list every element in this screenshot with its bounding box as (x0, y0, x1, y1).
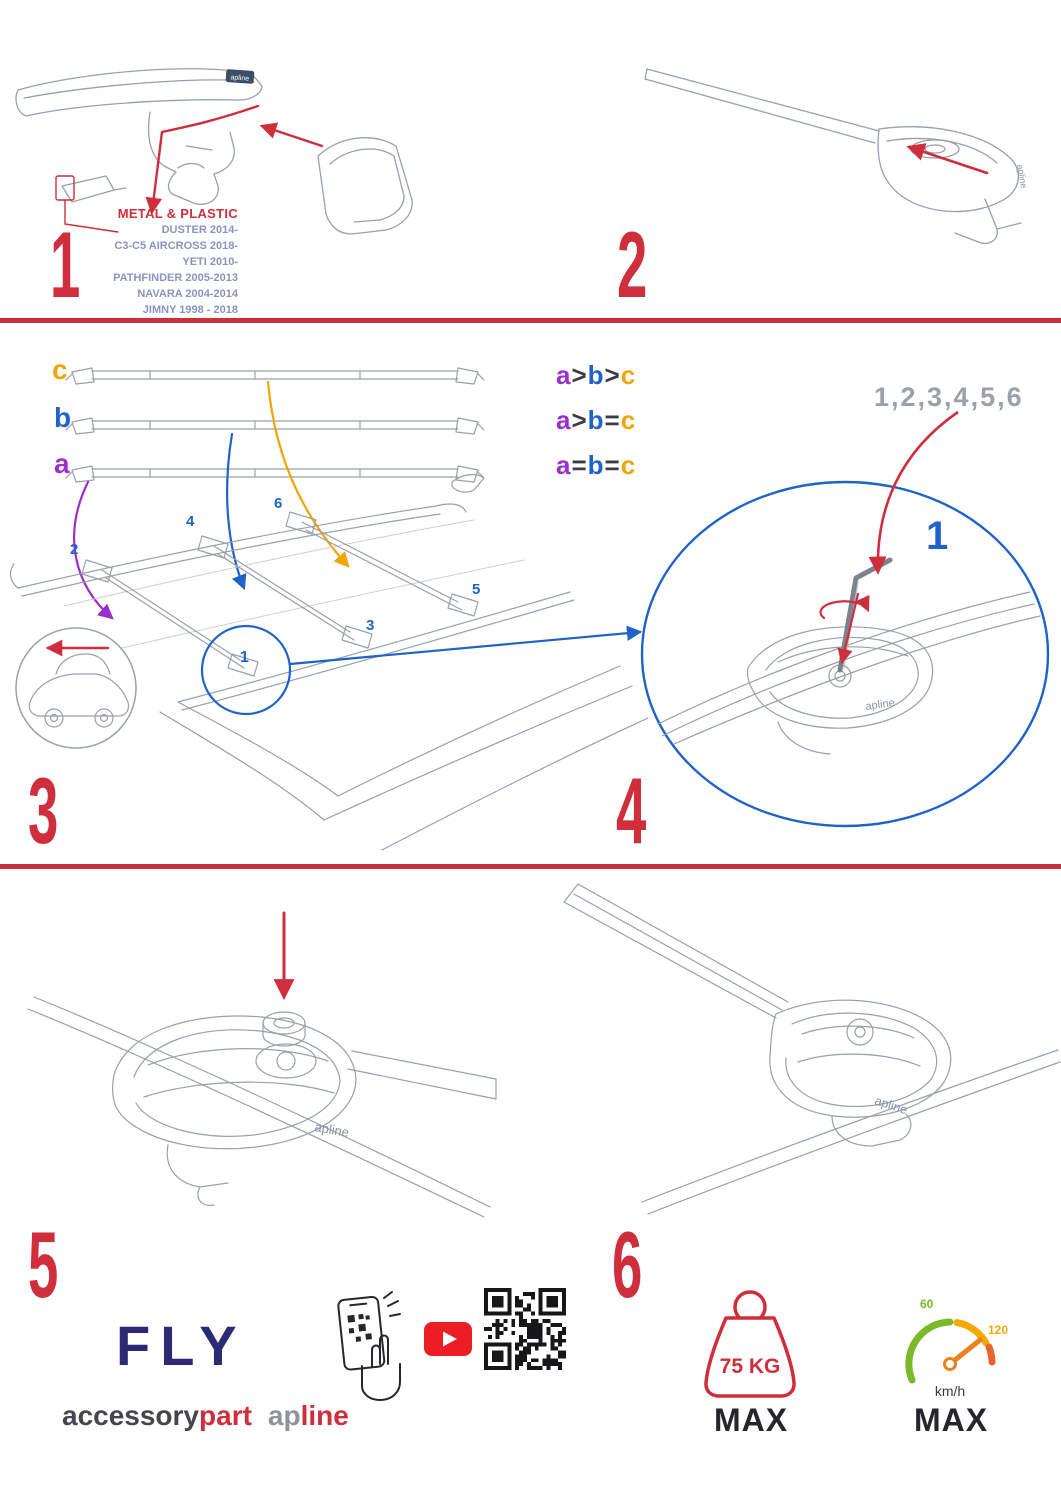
brand-part: part (199, 1400, 252, 1431)
max-speed-icon: 60 120 km/h (905, 1297, 1008, 1399)
bar-label-c: c (52, 354, 68, 385)
legend-op: = (571, 450, 588, 480)
vehicle-item: C3-C5 AIRCROSS 2018- (114, 239, 238, 252)
step-5-number: 5 (28, 1212, 59, 1317)
step-2-number: 2 (617, 212, 648, 317)
logo-text: apline (230, 74, 249, 82)
speed-unit-label: km/h (935, 1383, 965, 1399)
step-3-number: 3 (28, 758, 59, 863)
legend-row-3: a=b=c (556, 450, 636, 495)
legend-b: b (587, 405, 605, 435)
rotate-arrow (819, 594, 870, 620)
bar-a-drawing (65, 465, 485, 483)
car-direction-inset (15, 627, 137, 749)
panel6-finished-clamp-illustration: apline (563, 883, 1061, 1215)
vehicle-item: PATHFINDER 2005-2013 (113, 271, 238, 284)
zoom-link-arrow (288, 625, 643, 666)
max-weight-icon: 75 KG (704, 1290, 796, 1398)
tightening-sequence: 1,2,3,4,5,6 (874, 382, 1024, 412)
roof-position-1: 1 (240, 649, 249, 666)
legend-op: > (571, 360, 588, 390)
size-legend: a>b>c a>b=c a=b=c (556, 360, 636, 495)
material-label: METAL & PLASTIC (117, 206, 238, 221)
bar-label-a: a (54, 448, 70, 479)
arrow-bar-a-to-roof (73, 480, 114, 620)
crossbar-exploded-view (15, 68, 413, 235)
vehicle-item: DUSTER 2014- (161, 224, 238, 236)
legend-b: b (587, 360, 605, 390)
legend-row-1: a>b>c (556, 360, 636, 405)
red-assembly-arrows (145, 104, 324, 215)
scan-phone-icon (337, 1291, 401, 1401)
tighten-arrow (837, 592, 860, 665)
qr-code-icon (484, 1288, 566, 1370)
car-roof-perspective (9, 473, 648, 851)
vehicle-item: JIMNY 1998 - 2018 (142, 303, 238, 316)
roof-position-2: 2 (70, 541, 79, 558)
first-position-callout: 1 (926, 514, 949, 558)
panel4-zoom-detail-illustration: apline (640, 480, 1050, 828)
arrow-bar-b-to-roof (226, 432, 247, 591)
roof-position-6: 6 (274, 495, 283, 512)
legend-a: a (556, 360, 572, 390)
logo-text: apline (313, 1119, 350, 1140)
youtube-icon (424, 1322, 472, 1356)
arrow-bar-c-to-roof (266, 380, 350, 568)
legend-c: c (620, 450, 637, 480)
clamp-with-cover-drawing (27, 996, 497, 1218)
legend-c: c (620, 405, 637, 435)
max-weight-value: 75 KG (720, 1355, 781, 1378)
speed-120-label: 120 (988, 1323, 1008, 1337)
logo-text: apline (1015, 164, 1029, 189)
legend-op: = (604, 450, 621, 480)
legend-a: a (556, 405, 572, 435)
legend-c: c (620, 360, 637, 390)
max-weight-label: MAX (714, 1402, 789, 1438)
position-1-highlight-circle (200, 624, 292, 716)
legend-b: b (587, 450, 605, 480)
panel5-knob-install-illustration: apline (27, 911, 497, 1218)
legend-row-2: a>b=c (556, 405, 636, 450)
vehicle-item: YETI 2010- (182, 255, 238, 268)
legend-a: a (556, 450, 572, 480)
cover-knob (262, 1011, 306, 1047)
qr-modules (484, 1291, 566, 1370)
insert-arrow (906, 143, 989, 175)
section-divider-2 (0, 864, 1061, 869)
step-6-number: 6 (612, 1212, 643, 1317)
bar-label-b: b (54, 402, 72, 433)
closed-clamp-drawing (563, 883, 1061, 1215)
brand-accessory: accessory (62, 1400, 200, 1431)
legend-op: = (604, 405, 621, 435)
section-divider-1 (0, 318, 1061, 323)
legend-op: > (604, 360, 621, 390)
brand-ap: ap (267, 1400, 301, 1431)
max-speed-label: MAX (914, 1402, 989, 1438)
apline-logo-patch: apline (225, 69, 255, 84)
sequence-arrow (868, 410, 959, 575)
panel3-roof-layout-illustration (9, 367, 648, 851)
speed-60-label: 60 (920, 1297, 934, 1311)
callout-bracket (55, 175, 119, 233)
magnifier-circle (640, 480, 1050, 828)
vehicle-compatibility-list: METAL & PLASTIC DUSTER 2014- C3-C5 AIRCR… (62, 206, 238, 319)
roof-position-5: 5 (472, 581, 481, 598)
logo-text: apline (865, 697, 896, 713)
panel1-exploded-clamp-illustration: apline (15, 68, 413, 235)
vehicle-item: NAVARA 2004-2014 (137, 287, 238, 300)
step-4-number: 4 (616, 758, 647, 863)
panel2-bar-end-illustration: apline (644, 68, 1029, 245)
step-1-number: 1 (50, 212, 81, 317)
roof-position-4: 4 (186, 513, 195, 530)
qr-finder-patterns (484, 1288, 566, 1370)
bar-c-drawing (65, 367, 485, 385)
model-name: FLY (116, 1314, 247, 1377)
legend-op: > (571, 405, 588, 435)
brand-line: line (300, 1400, 349, 1431)
roof-position-3: 3 (366, 617, 375, 634)
crossbar-side-view (644, 68, 1022, 245)
